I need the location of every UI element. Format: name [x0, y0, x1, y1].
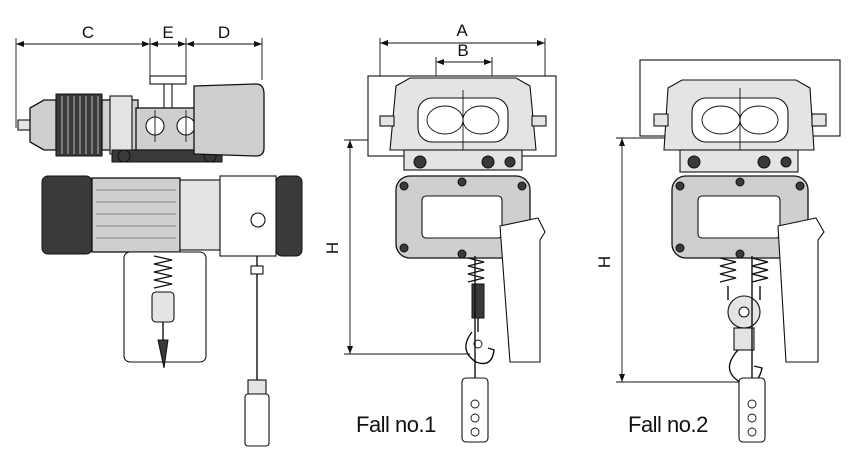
fall1-hoist-body	[395, 175, 531, 259]
dim-label-b: B	[457, 41, 468, 60]
trolley-motor	[17, 93, 139, 157]
dim-label-d: D	[218, 23, 230, 42]
fall1-chain-container	[499, 217, 546, 363]
dim-label-e: E	[162, 23, 173, 42]
fall1-dimension-h	[344, 139, 470, 355]
fall2-trolley	[639, 59, 841, 173]
side-dimension-line	[15, 38, 263, 128]
caption-fall1: Fall no.1	[356, 412, 436, 437]
side-pendant-control	[244, 256, 270, 447]
fall2-hook-assembly	[719, 257, 769, 385]
fall1-pendant-control	[461, 256, 489, 443]
fall2-pendant-control	[738, 256, 766, 443]
fall2-view: H	[595, 59, 841, 443]
fall1-dimension-a	[379, 38, 546, 80]
caption-fall2: Fall no.2	[628, 412, 708, 437]
dim-label-a: A	[456, 21, 468, 40]
side-load-chain	[151, 255, 175, 369]
fall1-view: A B H	[323, 21, 557, 443]
trolley-gearbox	[193, 83, 265, 157]
fall2-chain-container	[777, 217, 825, 363]
fall1-hook-assembly	[465, 257, 495, 365]
fall2-hoist-body	[671, 175, 809, 259]
side-view: C E D	[15, 23, 303, 447]
trolley-frame	[111, 75, 223, 163]
hoist-body	[41, 175, 303, 257]
fall1-trolley	[367, 75, 557, 171]
dim-label-c: C	[82, 23, 94, 42]
dim-label-h-fall1: H	[323, 242, 342, 254]
dim-label-h-fall2: H	[595, 256, 614, 268]
fall2-dimension-h	[616, 137, 740, 383]
